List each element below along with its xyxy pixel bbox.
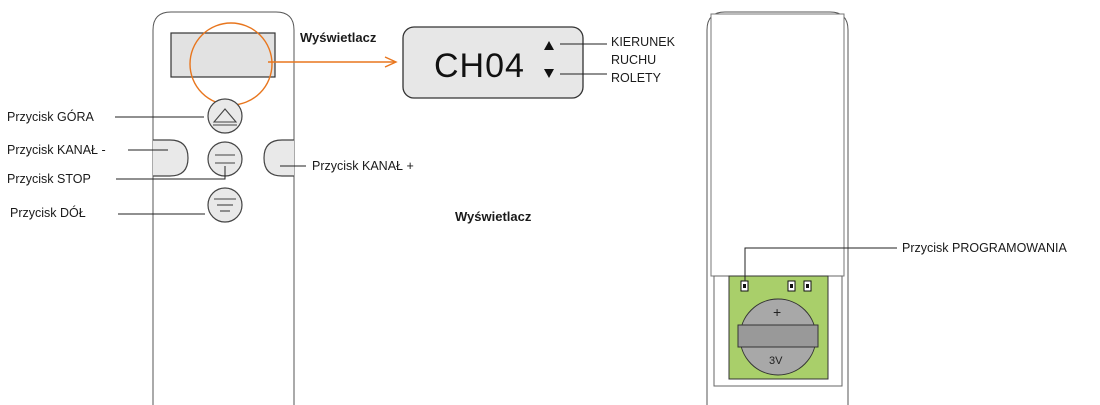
programming-leader-line bbox=[744, 247, 897, 281]
down-button[interactable] bbox=[207, 187, 243, 223]
label-direction-line3: ROLETY bbox=[611, 71, 662, 85]
contact-pad-2 bbox=[803, 280, 812, 292]
lcd-leader-lines bbox=[560, 43, 607, 75]
programming-button[interactable] bbox=[740, 280, 749, 292]
label-direction-line1: KIERUNEK bbox=[611, 35, 676, 49]
direction-up-icon bbox=[544, 41, 554, 50]
channel-plus-button[interactable] bbox=[263, 139, 294, 177]
lcd-panel bbox=[402, 26, 584, 99]
up-button[interactable] bbox=[207, 98, 243, 134]
battery-clip bbox=[737, 324, 819, 348]
label-button-down: Przycisk DÓŁ bbox=[10, 205, 86, 220]
label-button-channel-plus: Przycisk KANAŁ + bbox=[312, 159, 414, 173]
down-lines-icon bbox=[214, 198, 236, 212]
remote-display-window bbox=[170, 32, 276, 78]
lcd-detail: CH04 bbox=[402, 26, 584, 99]
coin-battery: + 3V bbox=[737, 298, 819, 376]
battery-voltage: 3V bbox=[769, 355, 783, 367]
label-button-programming: Przycisk PROGRAMOWANIA bbox=[902, 241, 1067, 255]
triangle-up-icon bbox=[212, 108, 238, 123]
label-button-stop: Przycisk STOP bbox=[7, 172, 91, 186]
battery-cover bbox=[710, 13, 845, 277]
arrow-right-icon bbox=[384, 56, 398, 68]
remote-back: + 3V bbox=[706, 11, 849, 405]
direction-down-icon bbox=[544, 69, 554, 78]
channel-minus-button[interactable] bbox=[153, 139, 189, 177]
remote-front bbox=[152, 11, 295, 405]
front-leader-lines bbox=[115, 116, 306, 215]
label-button-up: Przycisk GÓRA bbox=[7, 109, 94, 124]
contact-pad-1 bbox=[787, 280, 796, 292]
label-direction-line2: RUCHU bbox=[611, 53, 656, 67]
label-display-top: Wyświetlacz bbox=[300, 30, 377, 45]
lcd-channel-text: CH04 bbox=[434, 47, 525, 85]
label-display-middle: Wyświetlacz bbox=[455, 209, 532, 224]
battery-plus-sign: + bbox=[773, 304, 781, 320]
label-button-channel-minus: Przycisk KANAŁ - bbox=[7, 143, 106, 157]
display-arrow bbox=[268, 56, 398, 68]
